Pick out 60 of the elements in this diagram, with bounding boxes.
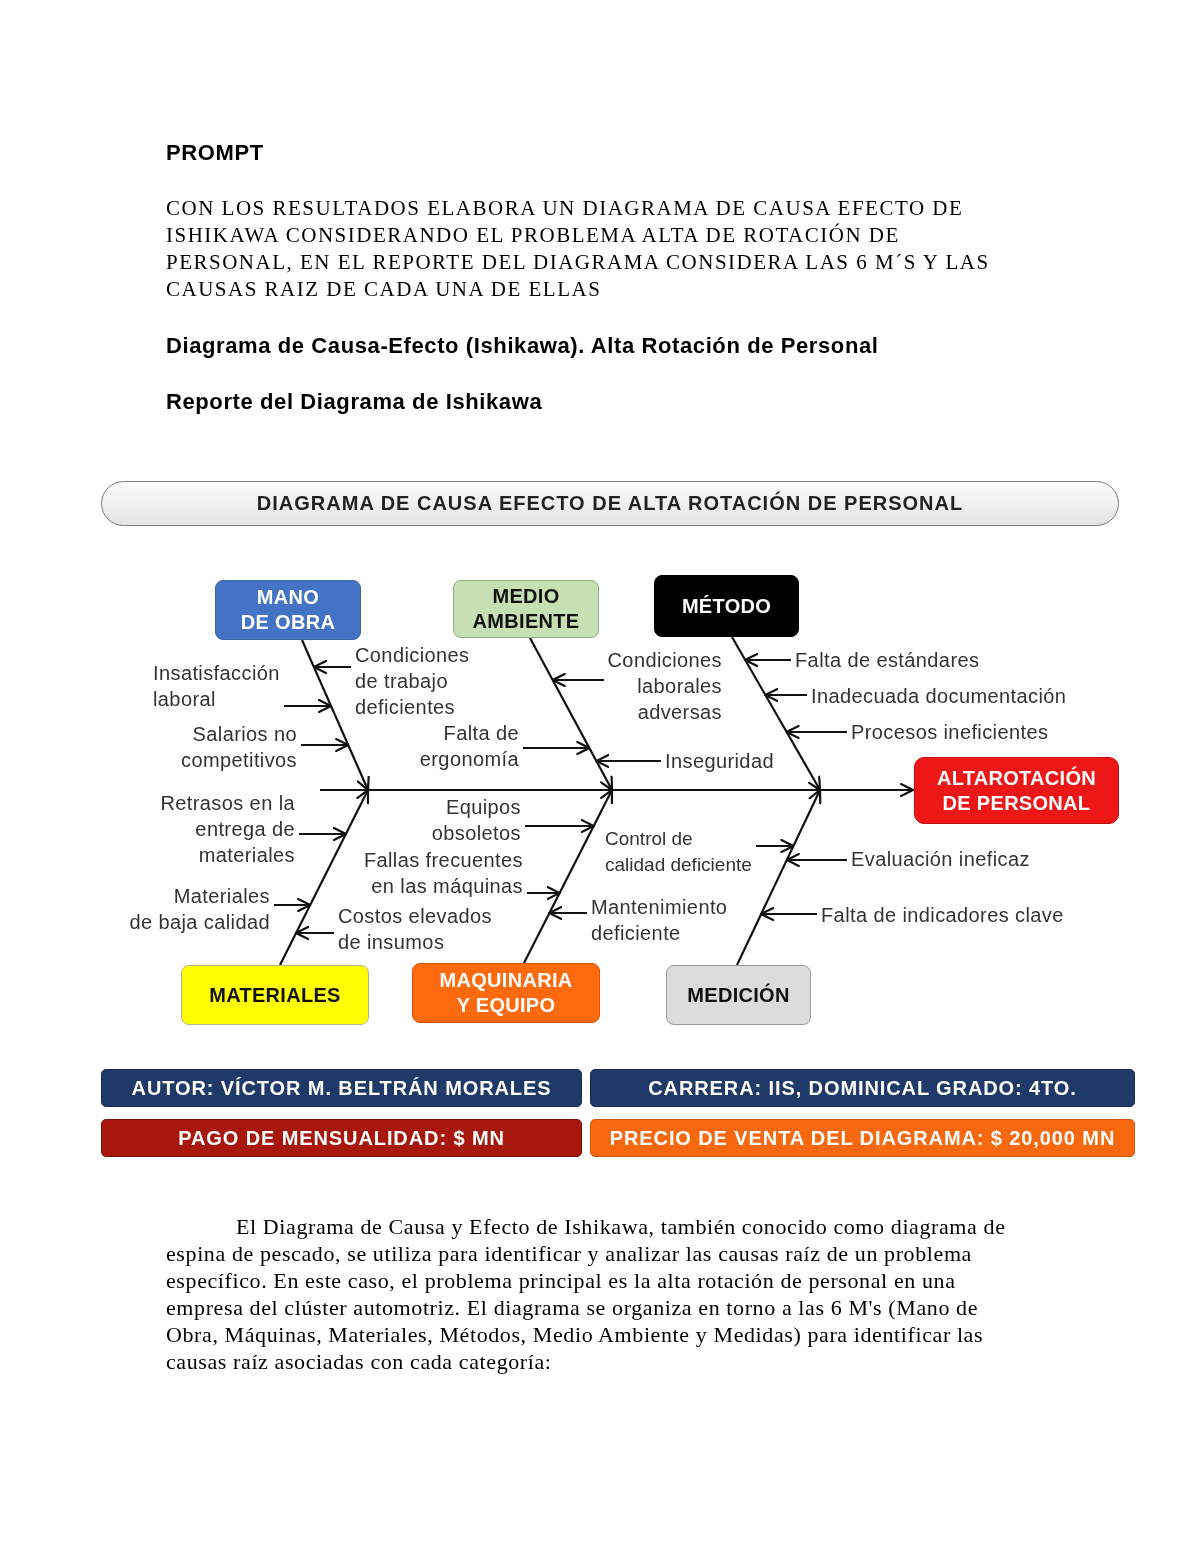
- body-paragraph: El Diagrama de Causa y Efecto de Ishikawa, también conocido como diagrama de espina de pescado, se utiliza para identificar y analizar las causas raíz de un problema específico. En este caso, el problema principal es la alta rotación de personal en una empresa del clúster automotriz. El diagrama se organiza en torno a las 6 M's (Mano de Obra, Máquinas, Materiales, Métodos, Medio Ambiente y Medidas) para identificar las causas raíz asociadas con cada categoría:: [166, 1213, 1007, 1375]
- cause-text: Evaluación ineficaz: [851, 846, 1030, 872]
- category-box: MAQUINARIA Y EQUIPO: [412, 963, 600, 1023]
- cause-text: Inadecuada documentación: [811, 683, 1067, 709]
- arrow: [785, 724, 847, 740]
- bone-arrow: [731, 636, 822, 792]
- arrow: [274, 897, 312, 913]
- effect-box: ALTAROTACIÓN DE PERSONAL: [914, 757, 1119, 824]
- arrow: [525, 818, 595, 834]
- arrow: [301, 737, 350, 753]
- info-banner: PAGO DE MENSUALIDAD: $ MN: [101, 1119, 582, 1157]
- bone-arrow: [529, 637, 614, 792]
- cause-text: Inseguridad: [665, 748, 774, 774]
- arrow: [312, 659, 351, 675]
- arrow: [551, 672, 604, 688]
- cause-text: Procesos ineficientes: [851, 719, 1049, 745]
- cause-text: Fallas frecuentes en las máquinas: [363, 847, 523, 899]
- cause-text: Materiales de baja calidad: [129, 883, 270, 935]
- section-heading: PROMPT: [166, 140, 264, 166]
- category-box: MÉTODO: [654, 575, 799, 637]
- bone-arrow: [736, 788, 822, 966]
- cause-text: Falta de estándares: [795, 647, 980, 673]
- arrow: [785, 852, 847, 868]
- cause-text: Falta de indicadores clave: [821, 902, 1064, 928]
- arrow: [284, 698, 333, 714]
- bone-arrow: [279, 788, 370, 966]
- category-box: MEDIO AMBIENTE: [453, 580, 599, 638]
- cause-text: Condiciones laborales adversas: [607, 647, 722, 725]
- section-heading: Diagrama de Causa-Efecto (Ishikawa). Alta Rotación de Personal: [166, 333, 879, 359]
- arrow: [299, 826, 347, 842]
- spine-arrow: [320, 782, 915, 798]
- category-box: MEDICIÓN: [666, 965, 811, 1025]
- cause-text: Retrasos en la entrega de materiales: [160, 790, 295, 868]
- info-banner: AUTOR: VÍCTOR M. BELTRÁN MORALES: [101, 1069, 582, 1107]
- arrow: [295, 925, 334, 941]
- category-box: MATERIALES: [181, 965, 369, 1025]
- arrow: [548, 905, 587, 921]
- cause-text: Falta de ergonomía: [419, 720, 519, 772]
- title-banner: DIAGRAMA DE CAUSA EFECTO DE ALTA ROTACIÓN DE PERSONAL: [101, 481, 1119, 526]
- arrow: [523, 740, 591, 756]
- arrow: [760, 906, 817, 922]
- cause-text: Costos elevados de insumos: [338, 903, 492, 955]
- arrow: [595, 753, 661, 769]
- prompt-paragraph: CON LOS RESULTADOS ELABORA UN DIAGRAMA DE CAUSA EFECTO DE ISHIKAWA CONSIDERANDO EL PROBLEMA ALTA DE ROTACIÓN DE PERSONAL, EN EL REPORTE DEL DIAGRAMA CONSIDERA LAS 6 M´S Y LAS CAUSAS RAIZ DE CADA UNA DE ELLAS: [166, 195, 991, 303]
- arrow: [744, 652, 791, 668]
- bone-arrow: [523, 788, 614, 964]
- cause-text: Insatisfacción laboral: [153, 660, 280, 712]
- arrow: [527, 885, 561, 901]
- category-box: MANO DE OBRA: [215, 580, 361, 640]
- cause-text: Control de calidad deficiente: [605, 826, 752, 878]
- arrow: [764, 687, 807, 703]
- bone-arrow: [301, 639, 370, 792]
- arrow: [756, 838, 795, 854]
- cause-text: Salarios no competitivos: [181, 721, 297, 773]
- cause-text: Condiciones de trabajo deficientes: [355, 642, 470, 720]
- cause-text: Equipos obsoletos: [431, 794, 521, 846]
- info-banner: CARRERA: IIS, DOMINICAL GRADO: 4TO.: [590, 1069, 1135, 1107]
- info-banner: PRECIO DE VENTA DEL DIAGRAMA: $ 20,000 MN: [590, 1119, 1135, 1157]
- section-heading: Reporte del Diagrama de Ishikawa: [166, 389, 543, 415]
- cause-text: Mantenimiento deficiente: [591, 894, 728, 946]
